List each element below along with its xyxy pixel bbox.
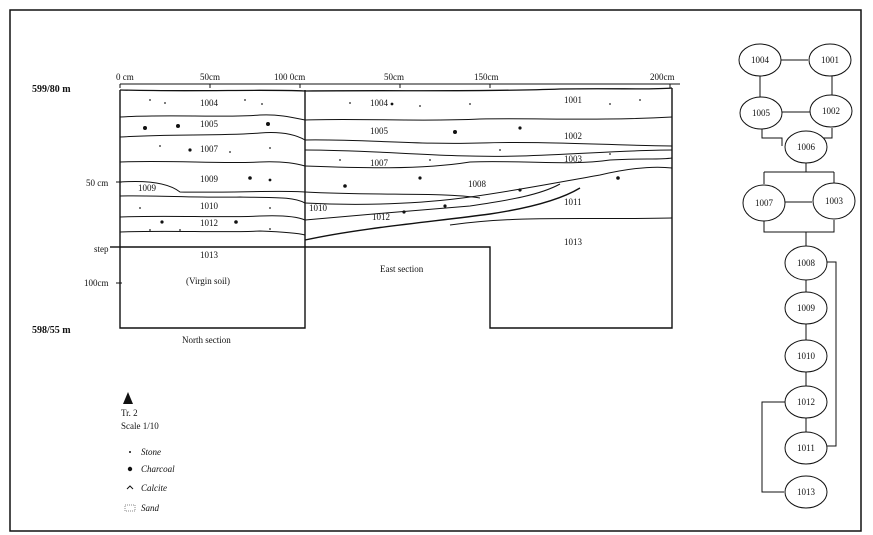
scale-label: Scale 1/10 bbox=[121, 421, 159, 431]
matrix-node: 1002 bbox=[809, 94, 853, 128]
svg-text:1005: 1005 bbox=[752, 108, 771, 118]
depth-label: 100cm bbox=[84, 278, 109, 288]
layer-label: 1008 bbox=[468, 179, 487, 189]
elevation-bottom-label: 598/55 m bbox=[32, 325, 71, 336]
svg-text:1009: 1009 bbox=[797, 303, 816, 313]
east-section-caption: East section bbox=[380, 264, 424, 274]
layer-label: 1012 bbox=[200, 218, 218, 228]
svg-text:1003: 1003 bbox=[825, 196, 844, 206]
north-layers bbox=[119, 114, 306, 236]
svg-text:1002: 1002 bbox=[822, 106, 840, 116]
ruler-label: 50cm bbox=[200, 72, 220, 82]
stone-marks bbox=[139, 99, 641, 231]
layer-label: 1002 bbox=[564, 131, 582, 141]
calcite-legend-icon bbox=[126, 485, 134, 490]
trench-label: Tr. 2 bbox=[121, 408, 138, 418]
svg-text:1008: 1008 bbox=[797, 258, 816, 268]
layer-label: (Virgin soil) bbox=[186, 276, 230, 286]
ruler-label: 0 cm bbox=[116, 72, 134, 82]
charcoal-marks bbox=[143, 102, 620, 224]
layer-label: 1004 bbox=[370, 98, 389, 108]
matrix-node: 1006 bbox=[784, 130, 828, 164]
svg-text:1013: 1013 bbox=[797, 487, 816, 497]
layer-label: 1010 bbox=[309, 203, 328, 213]
legend-item-charcoal: Charcoal bbox=[141, 464, 175, 474]
legend-item-calcite: Calcite bbox=[141, 483, 167, 493]
ruler-label: 150cm bbox=[474, 72, 499, 82]
svg-text:1010: 1010 bbox=[797, 351, 816, 361]
layer-label: 1003 bbox=[564, 154, 583, 164]
matrix-node: 1004 bbox=[738, 43, 782, 77]
legend-item-sand: Sand bbox=[141, 503, 160, 513]
matrix-connectors bbox=[759, 59, 837, 493]
depth-label: 50 cm bbox=[86, 178, 108, 188]
matrix-node: 1011 bbox=[784, 431, 828, 465]
svg-text:1007: 1007 bbox=[755, 198, 774, 208]
matrix-node: 1010 bbox=[784, 339, 828, 373]
ground-surface bbox=[119, 87, 673, 92]
matrix-node: 1003 bbox=[812, 182, 856, 220]
layer-label: 1010 bbox=[200, 201, 219, 211]
ruler-label: 100 0cm bbox=[274, 72, 305, 82]
svg-text:1001: 1001 bbox=[821, 55, 839, 65]
layer-label: 1013 bbox=[200, 250, 219, 260]
layer-label: 1005 bbox=[370, 126, 389, 136]
layer-label: 1007 bbox=[370, 158, 389, 168]
layer-label: 1004 bbox=[200, 98, 219, 108]
ruler-label: 50cm bbox=[384, 72, 404, 82]
layer-label: 1009 bbox=[138, 183, 157, 193]
stone-legend-icon bbox=[129, 451, 131, 453]
svg-text:1011: 1011 bbox=[797, 443, 815, 453]
svg-text:1006: 1006 bbox=[797, 142, 816, 152]
north-arrow-icon bbox=[123, 392, 133, 404]
svg-text:1004: 1004 bbox=[751, 55, 770, 65]
sand-legend-icon bbox=[124, 504, 136, 512]
legend-item-stone: Stone bbox=[141, 447, 161, 457]
matrix-node: 1013 bbox=[784, 475, 828, 509]
ruler-ticks bbox=[119, 84, 671, 88]
layer-label: 1007 bbox=[200, 144, 219, 154]
figure-frame bbox=[9, 9, 862, 532]
ruler-label: 200cm bbox=[650, 72, 675, 82]
elevation-top-label: 599/80 m bbox=[32, 84, 71, 95]
svg-text:1012: 1012 bbox=[797, 397, 815, 407]
matrix-node: 1012 bbox=[784, 385, 828, 419]
section-outline bbox=[110, 88, 673, 329]
matrix-node: 1005 bbox=[739, 96, 783, 130]
east-layers bbox=[304, 116, 673, 241]
layer-label: 1001 bbox=[564, 95, 582, 105]
layer-label: 1012 bbox=[372, 212, 390, 222]
matrix-node: 1007 bbox=[742, 184, 786, 222]
depth-label: step bbox=[94, 244, 109, 254]
layer-label: 1011 bbox=[564, 197, 582, 207]
charcoal-legend-icon bbox=[127, 466, 133, 472]
matrix-node: 1008 bbox=[784, 245, 828, 281]
matrix-node: 1009 bbox=[784, 291, 828, 325]
north-section-caption: North section bbox=[182, 335, 231, 345]
matrix-node: 1001 bbox=[808, 43, 852, 77]
layer-label: 1005 bbox=[200, 119, 219, 129]
layer-label: 1009 bbox=[200, 174, 219, 184]
layer-label: 1013 bbox=[564, 237, 583, 247]
